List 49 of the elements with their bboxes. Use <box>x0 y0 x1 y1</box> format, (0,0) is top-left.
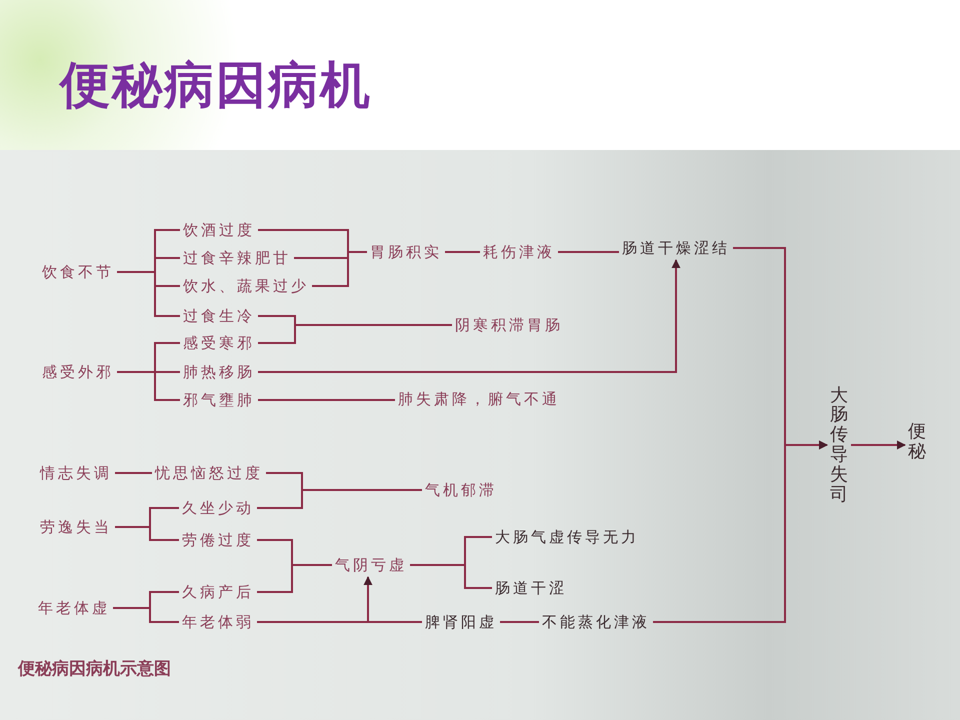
node-label: 过食辛辣肥甘 <box>183 248 291 268</box>
node-label: 劳倦过度 <box>182 530 254 550</box>
node-label: 情志失调 <box>40 463 112 483</box>
node-label: 久病产后 <box>182 582 254 602</box>
node-label: 肠道干涩 <box>495 578 567 598</box>
connector-line <box>257 621 422 623</box>
connector-line <box>257 564 332 593</box>
node-label: 胃肠积实 <box>370 242 442 262</box>
node-label: 过食生冷 <box>183 306 255 326</box>
connector-line <box>113 607 179 623</box>
node-label: 邪气壅肺 <box>183 390 255 410</box>
node-label: 饮食不节 <box>42 262 114 282</box>
node-label: 脾肾阳虚 <box>425 612 497 632</box>
node-label: 气机郁滞 <box>425 480 497 500</box>
node-label: 阴寒积滞胃肠 <box>455 315 563 335</box>
slide-title: 便秘病因病机 <box>60 55 372 116</box>
connector-line <box>115 526 179 541</box>
connector-line <box>312 251 367 287</box>
node-label: 肺失肃降，腑气不通 <box>398 389 560 409</box>
connector-line <box>410 564 492 589</box>
node-label: 气阴亏虚 <box>335 555 407 575</box>
node-label: 感受外邪 <box>42 362 114 382</box>
connector-line <box>558 251 619 253</box>
node-label: 年老体弱 <box>182 612 254 632</box>
node-label: 饮水、蔬果过少 <box>183 276 309 296</box>
connector-line <box>258 324 452 344</box>
node-label: 不能蒸化津液 <box>542 612 650 632</box>
connector-line <box>500 621 539 623</box>
node-label: 感受寒邪 <box>183 333 255 353</box>
arrow <box>851 440 906 450</box>
connector-line <box>257 489 422 509</box>
node-label: 年老体虚 <box>38 598 110 618</box>
connector-line <box>115 472 152 474</box>
node-label: 肠道干燥涩结 <box>622 238 730 258</box>
vertical-label: 便秘 <box>908 422 926 462</box>
vertical-label: 大肠传导失司 <box>830 386 848 504</box>
node-label: 肺热移肠 <box>183 362 255 382</box>
connector-line <box>258 399 395 401</box>
connector-line <box>117 371 180 401</box>
node-label: 劳逸失当 <box>40 517 112 537</box>
node-label: 久坐少动 <box>182 498 254 518</box>
arrow <box>258 259 680 373</box>
arrow <box>653 440 828 623</box>
connector-line <box>445 251 480 253</box>
figure-caption: 便秘病因病机示意图 <box>18 658 171 680</box>
node-label: 饮酒过度 <box>183 220 255 240</box>
node-label: 忧思恼怒过度 <box>155 463 263 483</box>
node-label: 大肠气虚传导无力 <box>495 527 639 547</box>
node-label: 耗伤津液 <box>483 242 555 262</box>
